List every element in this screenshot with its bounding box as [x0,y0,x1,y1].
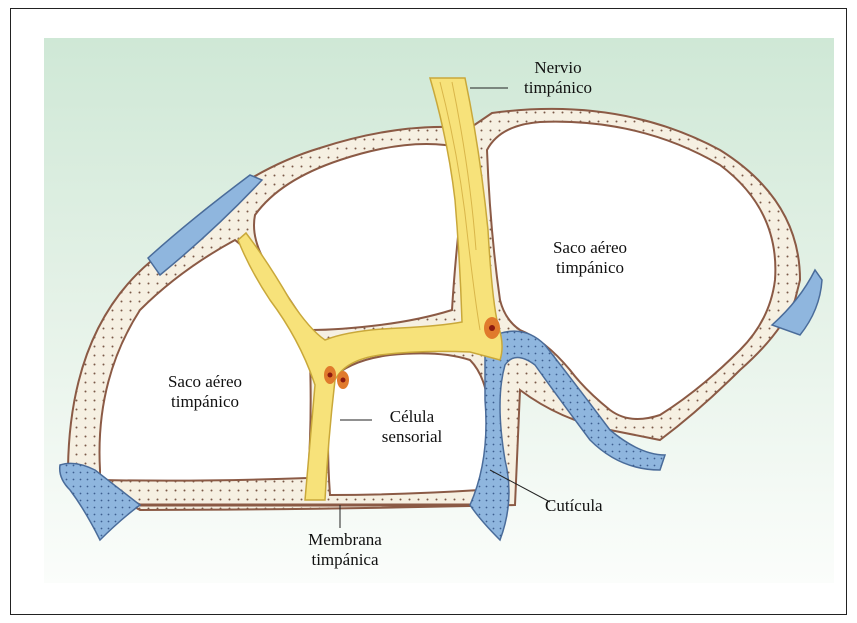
label-line: timpánica [290,550,400,570]
label-line: timpánico [145,392,265,412]
label-line: Célula [362,407,462,427]
label-line: timpánico [508,78,608,98]
label-membrana-timpanica: Membrana timpánica [290,530,400,570]
label-saco-aereo-left: Saco aéreo timpánico [145,372,265,412]
label-nervio-timpanico: Nervio timpánico [508,58,608,98]
label-line: timpánico [530,258,650,278]
label-line: Cutícula [545,496,645,516]
label-line: Membrana [290,530,400,550]
label-line: sensorial [362,427,462,447]
label-saco-aereo-right: Saco aéreo timpánico [530,238,650,278]
label-cuticula: Cutícula [545,496,645,516]
label-line: Nervio [508,58,608,78]
label-line: Saco aéreo [530,238,650,258]
label-line: Saco aéreo [145,372,265,392]
label-celula-sensorial: Célula sensorial [362,407,462,447]
